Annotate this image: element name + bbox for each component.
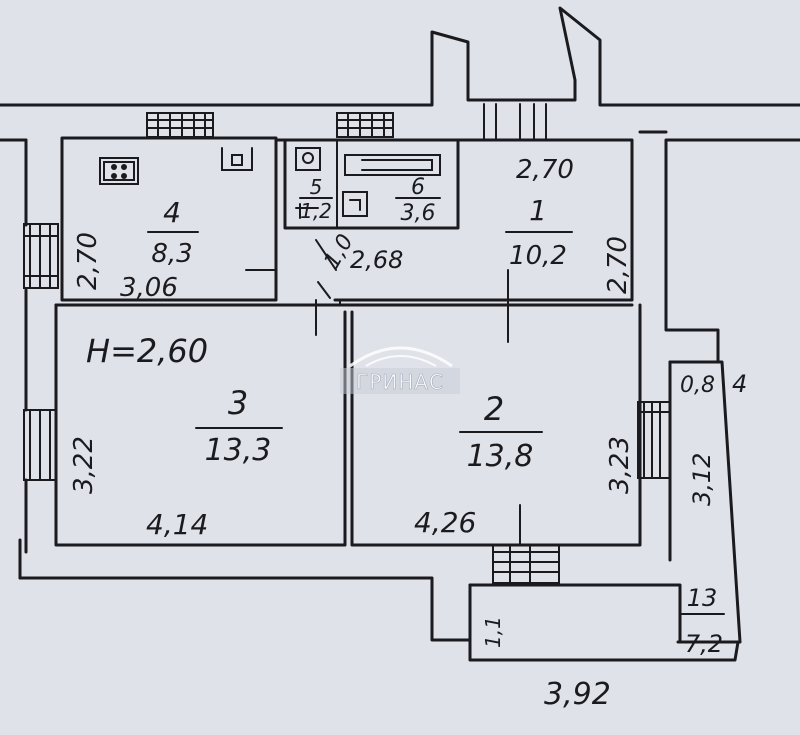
room1-width: 2,70 (516, 155, 574, 185)
door-hall (315, 239, 337, 299)
labels: H=2,60 4 8,3 3,06 2,70 5 1,2 6 3,6 1,0 2… (69, 155, 747, 712)
windows (23, 103, 671, 584)
room4-height: 2,70 (73, 232, 103, 290)
room2-width: 4,26 (414, 506, 476, 539)
door-room4 (245, 269, 277, 301)
watermark-text: ГРИНАС (356, 370, 444, 394)
room2-height: 3,23 (605, 436, 635, 494)
room13-number: 13 (687, 584, 718, 612)
room2-number: 2 (484, 390, 504, 428)
room6-number: 6 (411, 175, 425, 200)
window-top-bath (336, 112, 394, 138)
room6-area: 3,6 (401, 201, 436, 226)
kitchen-sink-icon (221, 147, 253, 171)
hall-width: 2,68 (350, 246, 403, 274)
room2-area: 13,8 (467, 439, 534, 474)
balcony-side: 4 (732, 370, 747, 398)
window-top-room4 (146, 112, 214, 138)
room3-width: 4,14 (146, 508, 208, 541)
window-top-entry (483, 103, 547, 141)
doors (245, 239, 521, 546)
loggia-depth: 1,1 (481, 616, 505, 648)
room4-width: 3,06 (120, 273, 178, 303)
room4-number: 4 (163, 196, 181, 229)
room1-height: 2,70 (603, 236, 633, 294)
watermark: ГРИНАС (340, 346, 460, 394)
room4-area: 8,3 (151, 239, 192, 269)
room3-area: 13,3 (205, 433, 272, 468)
room1-number: 1 (529, 194, 547, 227)
window-right-room2 (637, 401, 671, 479)
washbasin-icon (342, 191, 368, 217)
stove-icon (99, 157, 139, 185)
room3-number: 3 (228, 384, 248, 422)
room3-height: 3,22 (69, 436, 99, 494)
fixtures (99, 147, 441, 219)
window-left-room3 (23, 409, 57, 481)
bathtub-icon (344, 154, 441, 176)
window-bottom-room2 (492, 544, 560, 584)
window-left-room4 (23, 223, 59, 289)
room13-area: 7,2 (685, 630, 723, 658)
room1-area: 10,2 (509, 241, 567, 271)
room5-number: 5 (310, 175, 323, 199)
room5-area: 1,2 (300, 199, 332, 223)
bottom-width: 3,92 (544, 677, 611, 712)
ceiling-height: H=2,60 (86, 332, 208, 370)
balcony-length: 3,12 (688, 453, 716, 506)
balcony-width: 0,8 (680, 373, 715, 398)
toilet-icon (295, 147, 321, 219)
